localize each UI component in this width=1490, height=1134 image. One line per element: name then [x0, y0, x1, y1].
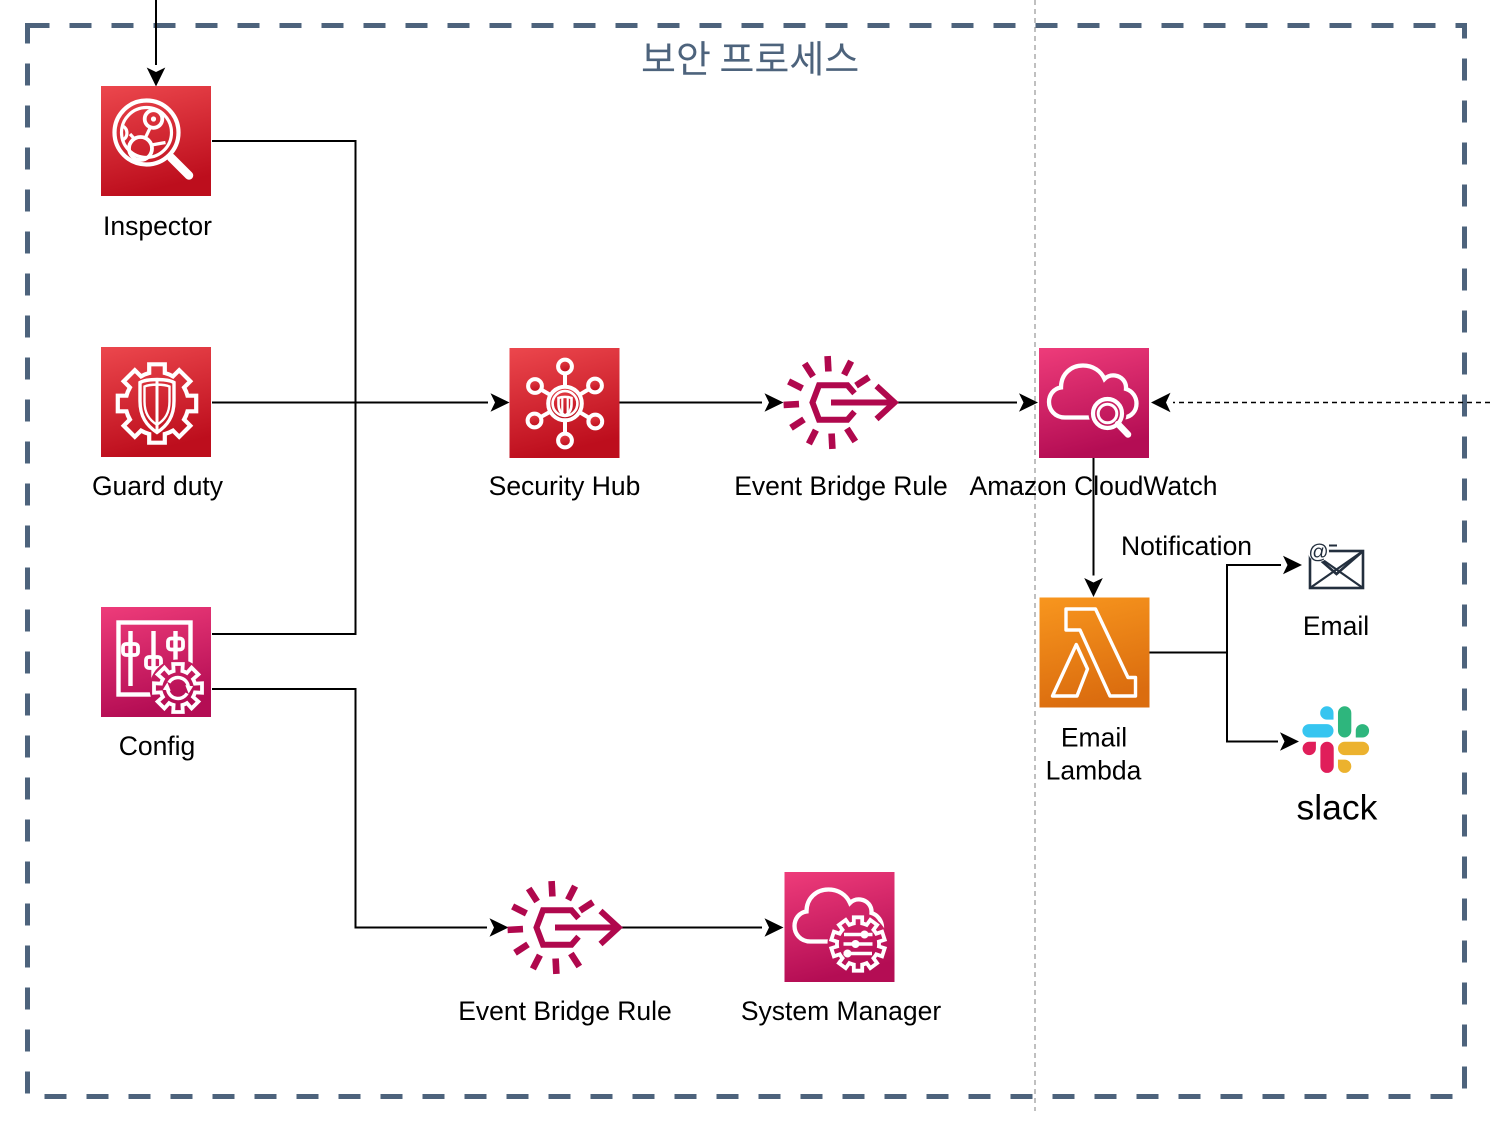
svg-text:Inspector: Inspector [103, 211, 212, 241]
svg-text:Email: Email [1303, 611, 1369, 641]
svg-text:slack: slack [1297, 788, 1378, 828]
svg-text:@: @ [1308, 542, 1328, 564]
svg-text:Notification: Notification [1121, 531, 1252, 561]
svg-text:Event Bridge Rule: Event Bridge Rule [734, 471, 948, 501]
svg-text:Guard duty: Guard duty [92, 471, 224, 501]
svg-text:Amazon CloudWatch: Amazon CloudWatch [970, 471, 1218, 501]
svg-text:Event Bridge Rule: Event Bridge Rule [458, 996, 672, 1026]
svg-text:Lambda: Lambda [1046, 756, 1142, 786]
svg-text:Email: Email [1061, 723, 1127, 753]
svg-text:System Manager: System Manager [741, 996, 941, 1026]
svg-text:Security Hub: Security Hub [489, 471, 641, 501]
svg-text:Config: Config [119, 731, 196, 761]
